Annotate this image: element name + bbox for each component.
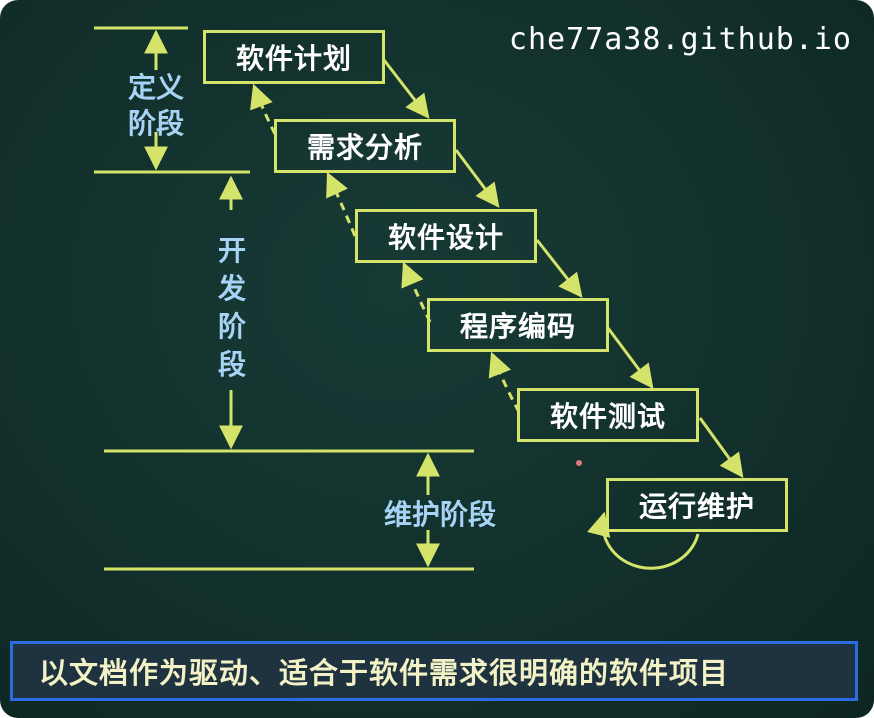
stage-requirements-analysis: 需求分析: [274, 119, 456, 173]
phase-boundaries: [94, 26, 474, 571]
phase-label-development: 开 发 阶 段: [217, 234, 246, 381]
forward-arrows: [382, 59, 744, 478]
watermark: che77a38.github.io: [508, 22, 852, 57]
flow-2-3: [454, 149, 500, 208]
stage-software-design: 软件设计: [355, 209, 537, 263]
phase-span-arrows: [144, 29, 440, 568]
maintenance-self-loop: [587, 511, 700, 570]
phase-label-definition: 定义 阶段: [127, 71, 184, 140]
flow-5-6: [698, 417, 744, 478]
flow-4-5: [606, 327, 654, 389]
caption-box: 以文档作为驱动、适合于软件需求很明确的软件项目: [10, 641, 858, 701]
stage-software-planning: 软件计划: [203, 30, 385, 84]
stage-software-testing: 软件测试: [517, 388, 699, 442]
feedback-3-2: [326, 171, 357, 237]
pointer-dot: [576, 460, 582, 466]
feedback-2-1: [250, 83, 277, 135]
stage-operation-maintenance: 运行维护: [606, 478, 788, 532]
flow-1-2: [382, 59, 430, 119]
feedback-5-4: [488, 351, 521, 413]
phase-label-maintenance: 维护阶段: [383, 498, 496, 531]
stage-coding: 程序编码: [427, 298, 609, 352]
flow-3-4: [535, 239, 583, 298]
